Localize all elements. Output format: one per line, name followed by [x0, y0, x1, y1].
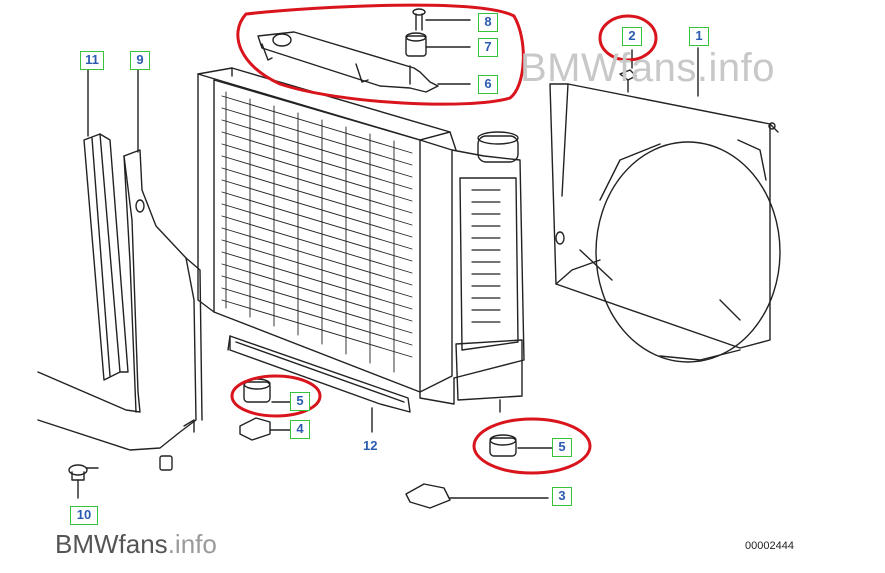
watermark-top-brand: BMWfans [520, 46, 697, 90]
highlight-buffer-right [472, 417, 592, 475]
top-bracket-part-6 [257, 31, 471, 93]
callout-2[interactable]: 2 [622, 27, 642, 46]
callout-6[interactable]: 6 [478, 75, 498, 94]
rivet-part-10 [68, 464, 99, 499]
highlight-buffer-left [230, 374, 322, 418]
callout-7[interactable]: 7 [478, 38, 498, 57]
callout-10[interactable]: 10 [70, 506, 98, 525]
highlight-clip-2 [598, 14, 658, 62]
callout-4[interactable]: 4 [290, 420, 310, 439]
watermark-top-suffix: .info [696, 46, 775, 90]
label-12[interactable]: 12 [363, 438, 378, 453]
callout-3[interactable]: 3 [552, 487, 572, 506]
bracket-part-4 [239, 417, 291, 441]
callout-8[interactable]: 8 [478, 13, 498, 32]
air-duct-panel-part-9 [37, 149, 203, 471]
radiator-part-12-assembly [197, 67, 457, 393]
radiator-tank [419, 131, 525, 413]
lower-strip-part-12 [227, 335, 411, 433]
rubber-buffer-part-5-right [489, 434, 553, 457]
rubber-mount-part-7 [405, 32, 471, 57]
watermark-bottom: BMWfans.info [55, 529, 217, 560]
highlight-top-bracket [236, 3, 525, 106]
watermark-top: BMWfans.info [520, 46, 775, 91]
watermark-bottom-brand: BMWfans [55, 529, 168, 559]
watermark-bottom-suffix: .info [167, 529, 217, 559]
callout-11[interactable]: 11 [80, 51, 104, 70]
callout-5-left[interactable]: 5 [290, 392, 310, 411]
bracket-part-3 [405, 483, 549, 509]
callout-1[interactable]: 1 [689, 27, 709, 46]
rubber-buffer-part-5-left [243, 378, 291, 403]
seal-strip-part-11 [83, 133, 129, 381]
bolt-part-8 [412, 8, 471, 31]
highlight-marks [230, 3, 658, 475]
callout-5-right[interactable]: 5 [552, 438, 572, 457]
callout-9[interactable]: 9 [130, 51, 150, 70]
diagram-number: 00002444 [745, 540, 794, 552]
fan-shroud-part-1 [549, 47, 781, 363]
